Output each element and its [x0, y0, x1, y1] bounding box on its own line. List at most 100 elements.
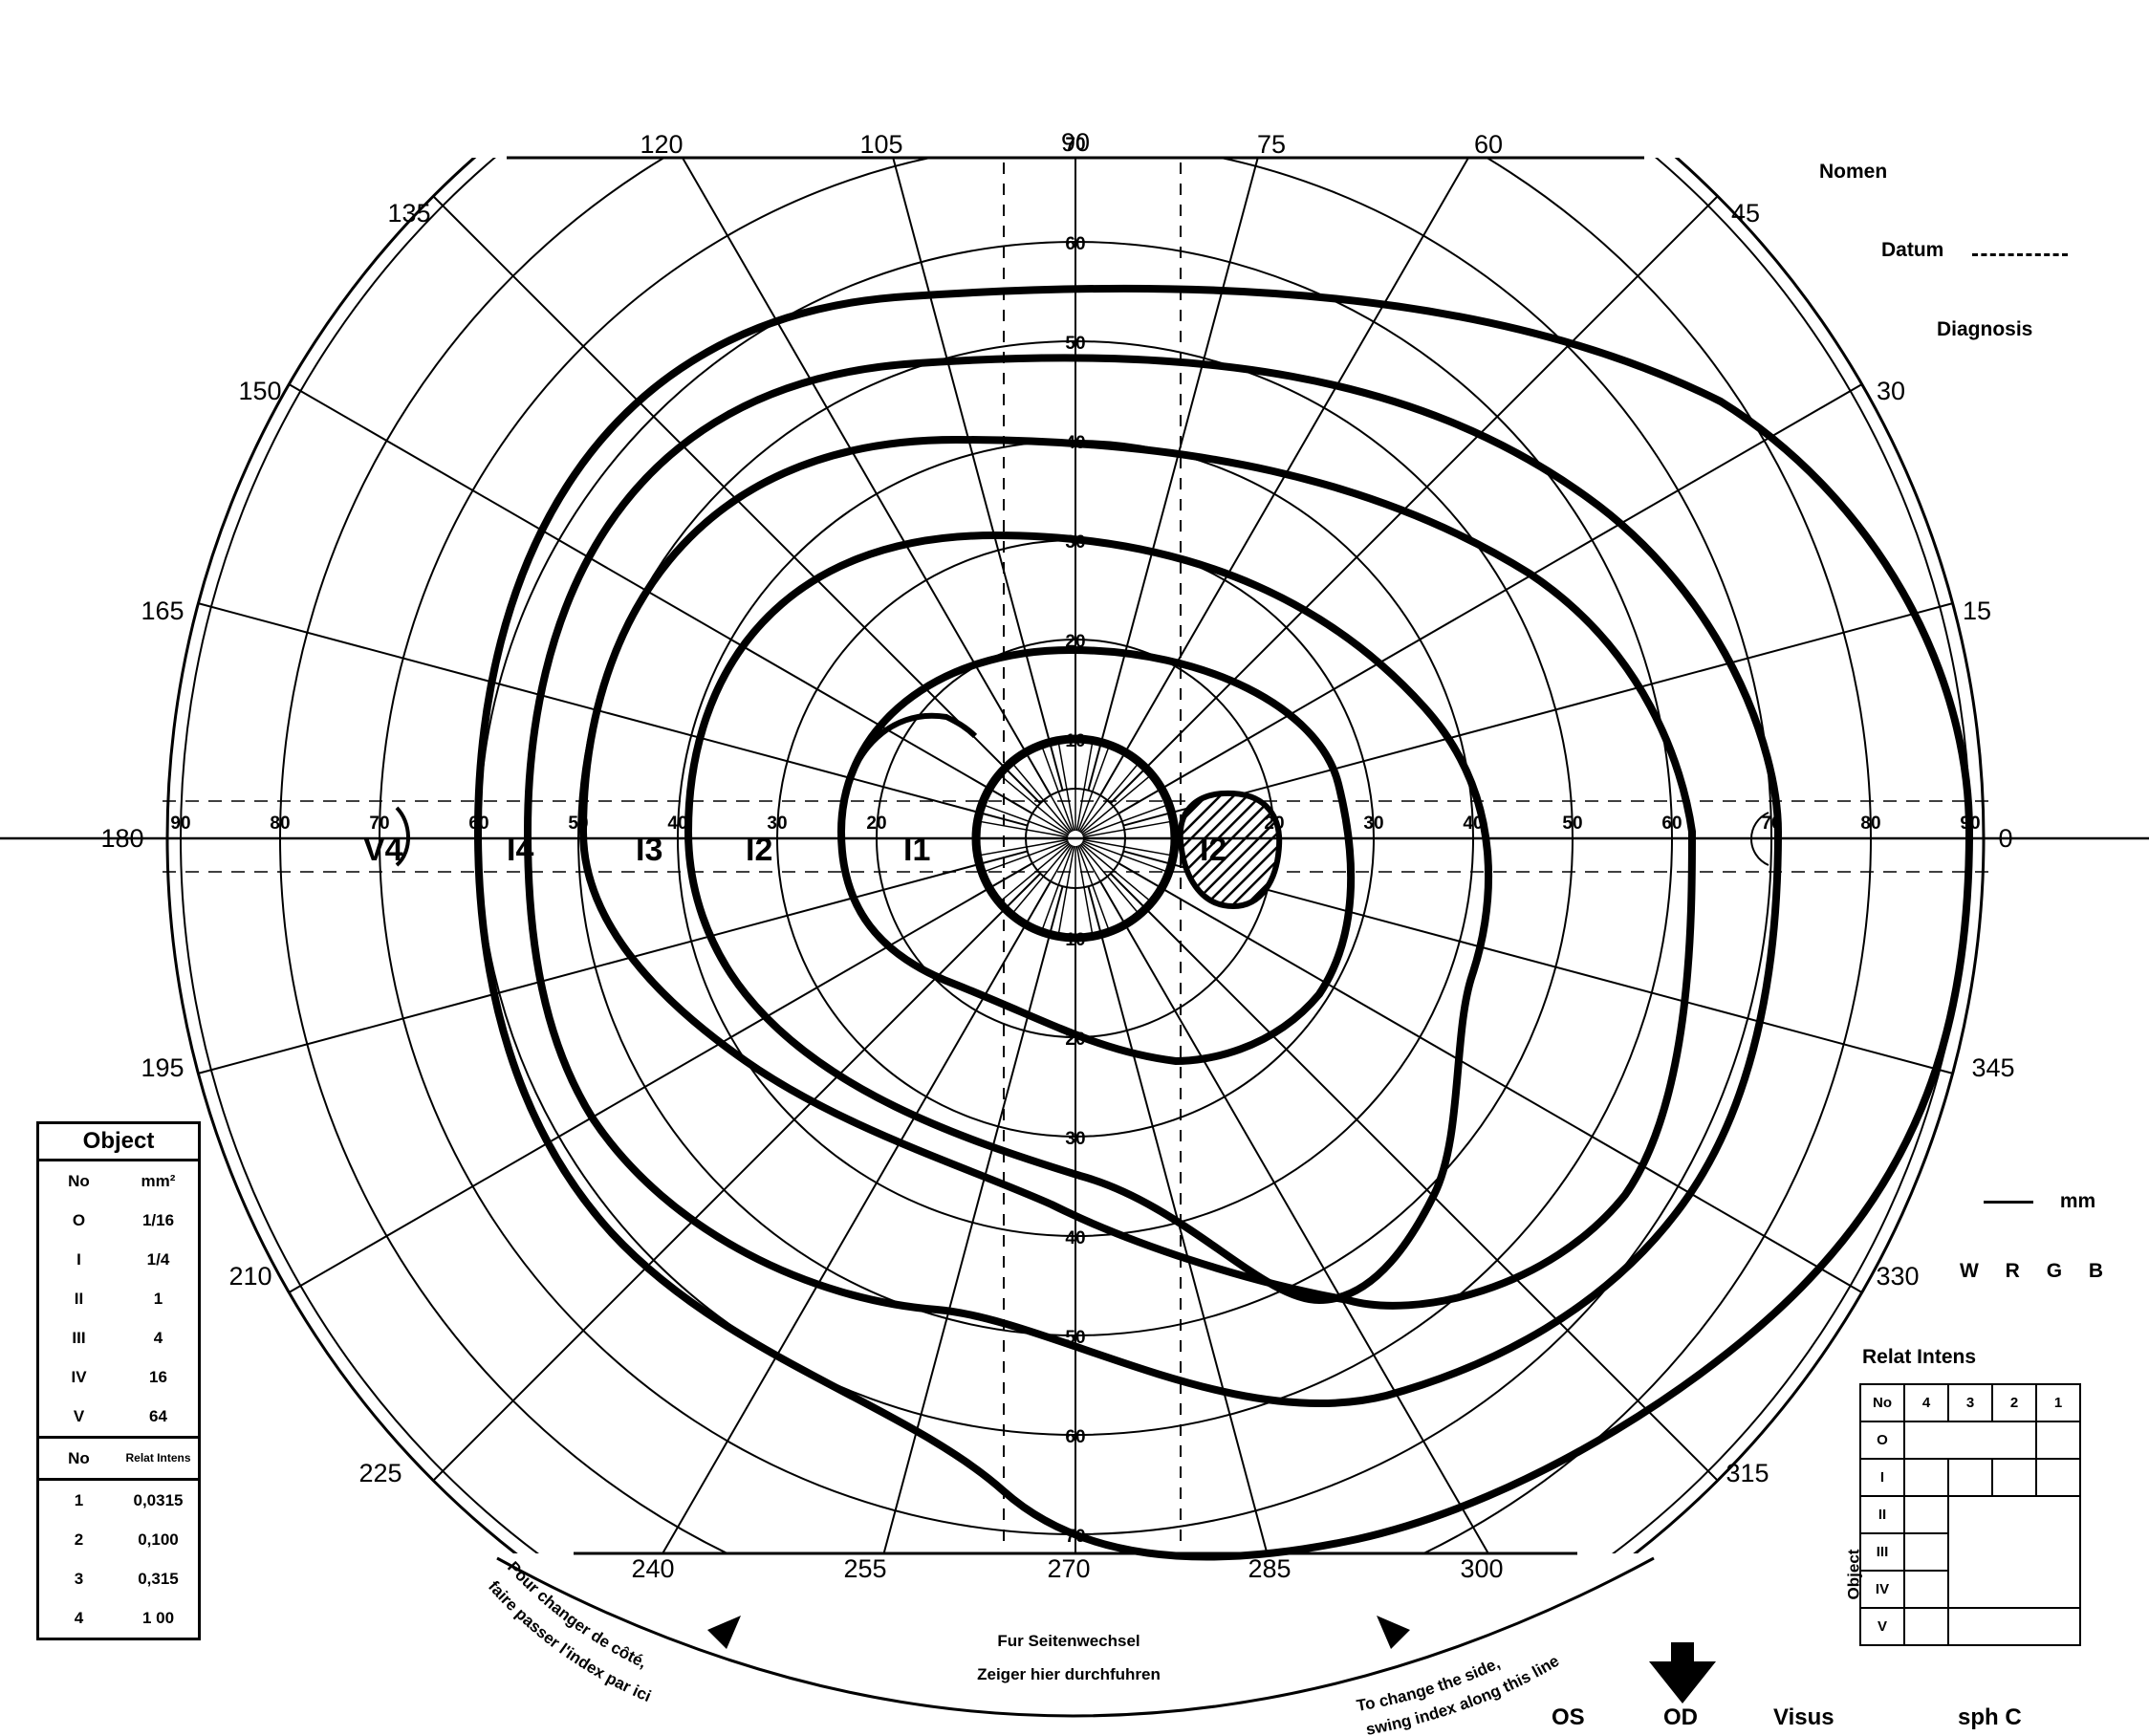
isopter-i3 [578, 435, 1697, 1310]
relint-col-no: No [1859, 1383, 1905, 1422]
intens-row-no: 2 [74, 1530, 84, 1549]
object-col-no: No [68, 1171, 90, 1190]
arrow-right-icon [1377, 1616, 1410, 1649]
object-row-val: 1 [153, 1289, 163, 1308]
ring-label-top: 10 [1065, 731, 1085, 751]
meridian-330 [1118, 862, 1863, 1293]
perimeter-grid [163, 158, 1988, 1553]
relint-cell [1948, 1533, 1992, 1571]
relint-cell [2036, 1533, 2081, 1571]
center-spoke [998, 842, 1071, 903]
center-spoke [988, 841, 1070, 889]
ring-label-bottom: 40 [1065, 1228, 1085, 1248]
meridian-label-90: 90 [1061, 128, 1090, 157]
center-spoke [1078, 751, 1126, 833]
ring-label-bottom: 50 [1065, 1328, 1085, 1348]
color-code-b: B [2088, 1260, 2106, 1282]
intens-row-no: 4 [74, 1608, 84, 1627]
isopter-i1-small [838, 712, 978, 833]
relint-cell [1992, 1533, 2036, 1571]
object-row-no: II [74, 1289, 84, 1308]
relint-cell[interactable] [1903, 1532, 1949, 1572]
ring-label-top: 30 [1065, 532, 1085, 553]
intens-table-header: No Relat Intens [39, 1436, 198, 1478]
mm-row: mm [1984, 1190, 2095, 1213]
color-codes: W R G B [1960, 1260, 2105, 1283]
meridian-label-240: 240 [631, 1554, 674, 1583]
meridian-label-315: 315 [1726, 1459, 1769, 1487]
relint-row-v: V [1859, 1607, 1905, 1646]
ring-label-right: 80 [1860, 814, 1880, 834]
object-table-header: No mm² [39, 1161, 198, 1201]
center-spoke [1082, 820, 1174, 838]
center-spoke [1025, 844, 1073, 925]
meridian-30 [1118, 383, 1863, 814]
relint-col-1: 1 [2035, 1383, 2081, 1422]
meridian-label-300: 300 [1460, 1554, 1503, 1583]
object-row-val: 16 [149, 1367, 167, 1386]
relint-cell [2036, 1496, 2081, 1533]
relint-row-ii: II [1859, 1495, 1905, 1534]
meridian-label-30: 30 [1877, 377, 1905, 405]
relint-cell[interactable] [2035, 1458, 2081, 1497]
center-spoke [988, 788, 1070, 835]
relint-cell[interactable] [1948, 1421, 1992, 1459]
relint-cell [1992, 1607, 2036, 1646]
relint-cell[interactable] [1904, 1421, 1948, 1459]
isopter-label-i4: I4 [507, 832, 533, 868]
center-spoke [1025, 751, 1073, 833]
ring-label-left: 90 [170, 814, 190, 834]
relint-cell[interactable] [2035, 1421, 2081, 1460]
center-spoke [1082, 838, 1174, 857]
relint-row-iii: III [1859, 1532, 1905, 1572]
meridian-label-45: 45 [1731, 199, 1760, 228]
center-spoke [1080, 773, 1153, 835]
center-spoke [977, 820, 1069, 838]
mm-label: mm [2059, 1190, 2096, 1212]
meridian-label-225: 225 [358, 1459, 402, 1487]
ring-label-left: 40 [667, 814, 687, 834]
relint-row-iv: IV [1859, 1570, 1905, 1609]
color-code-w: W [1960, 1260, 1981, 1282]
relint-cell [1948, 1496, 1992, 1533]
relint-cell[interactable] [1903, 1495, 1949, 1534]
isopter-curves [395, 284, 1974, 1561]
ring-label-bottom: 60 [1065, 1427, 1085, 1447]
relint-cell[interactable] [1992, 1421, 2036, 1459]
center-spoke [1010, 843, 1072, 916]
center-spoke [982, 840, 1069, 874]
meridian-label-150: 150 [238, 377, 281, 405]
relint-row-i: I [1859, 1458, 1905, 1497]
relint-title: Relat Intens [1862, 1346, 1977, 1368]
center-spoke [1057, 845, 1075, 937]
date-field[interactable] [1972, 253, 2069, 256]
isopter-label-i1: I1 [903, 832, 930, 868]
meridian-165 [198, 602, 1029, 827]
relint-cell[interactable] [1903, 1570, 1949, 1609]
relint-cell [1948, 1571, 1992, 1608]
center-spoke [1077, 845, 1111, 932]
meridian-225 [432, 873, 1041, 1482]
relint-cell[interactable] [1991, 1458, 2037, 1497]
meridian-label-60: 60 [1474, 130, 1503, 159]
relint-table: No 4 3 2 1 O I II III [1859, 1383, 2081, 1646]
isopter-label-i2-blind-spot: I2 [1200, 832, 1226, 868]
center-spoke [1079, 843, 1140, 916]
meridian-150 [288, 383, 1033, 814]
os-label: OS [1552, 1704, 1585, 1730]
meridian-300 [1099, 880, 1530, 1553]
object-row-no: O [72, 1210, 86, 1229]
meridian-195 [198, 850, 1029, 1074]
ring-label-left: 60 [468, 814, 488, 834]
relint-row-o: O [1859, 1421, 1905, 1460]
od-label: OD [1663, 1704, 1698, 1730]
relint-cell[interactable] [1903, 1607, 1949, 1646]
ring-label-top: 20 [1065, 632, 1085, 652]
relint-cell[interactable] [1947, 1458, 1993, 1497]
isopter-v4 [473, 284, 1974, 1561]
relint-cell[interactable] [1903, 1458, 1949, 1497]
meridian-240 [620, 880, 1052, 1553]
